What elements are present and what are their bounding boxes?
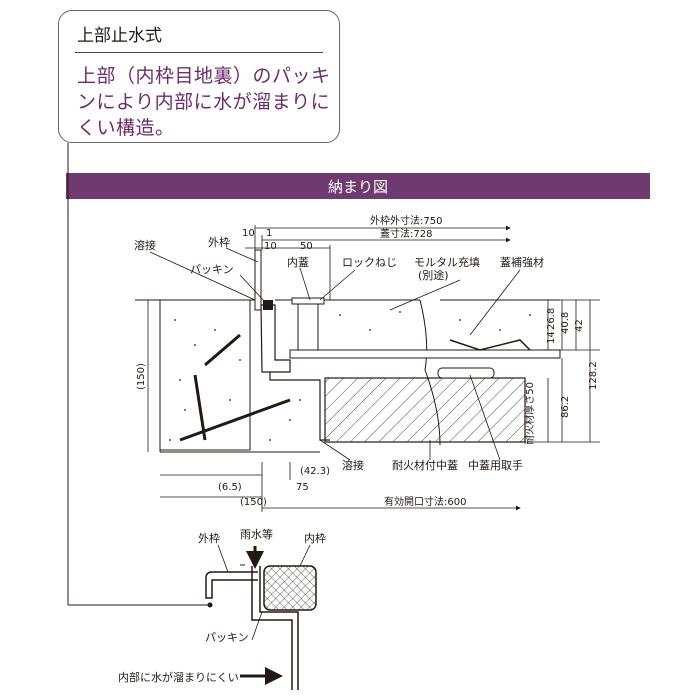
label-fireproof-thickness: 耐火材厚さ50 xyxy=(523,382,536,445)
dim-14: 14 xyxy=(546,331,557,344)
label-mortar-sub: (別途) xyxy=(418,268,449,282)
label-leaders xyxy=(149,247,521,461)
dim-10a: 10 xyxy=(242,228,255,239)
anchor-bars xyxy=(179,333,291,442)
detail-packing: パッキン xyxy=(205,631,249,644)
label-welding-bottom: 溶接 xyxy=(342,458,364,472)
callout-divider xyxy=(75,52,323,53)
banner-title: 納まり図 xyxy=(327,178,388,196)
label-packing: パッキン xyxy=(190,263,234,276)
dim-75: 75 xyxy=(296,482,309,493)
dim-50: 50 xyxy=(300,241,313,252)
dim-lines-right xyxy=(528,299,600,443)
dim-1: 1 xyxy=(266,228,272,239)
outer-frame-profile xyxy=(254,249,262,311)
callout-title: 上部止水式 xyxy=(77,26,162,46)
dim-lines-top xyxy=(245,225,511,300)
dim-opening: 有効開口寸法:600 xyxy=(384,495,466,508)
lock-screw xyxy=(297,299,319,351)
dim-40-8: 40.8 xyxy=(560,312,571,334)
dim-128-2: 128.2 xyxy=(588,361,599,390)
dim-150-side: (150) xyxy=(136,363,147,390)
dim-86-2: 86.2 xyxy=(560,396,571,418)
lid-reinforcement xyxy=(449,339,531,351)
label-lid-reinforcement: 蓋補強材 xyxy=(500,255,544,269)
fireproof-lid xyxy=(324,377,526,443)
detail-inner-frame: 内枠 xyxy=(304,531,326,545)
inner-frame-profile xyxy=(260,304,291,373)
dim-150-bottom: (150) xyxy=(240,497,267,508)
label-outer-frame: 外枠 xyxy=(208,235,230,249)
dim-6-5: (6.5) xyxy=(218,482,242,493)
callout-box: 上部止水式 上部（内枠目地裏）のパッキンにより内部に水が溜まりにくい構造。 xyxy=(58,10,340,143)
callout-body: 上部（内枠目地裏）のパッキンにより内部に水が溜まりにくい構造。 xyxy=(77,65,331,139)
detail-rainwater: 雨水等 xyxy=(240,527,273,541)
label-mortar: モルタル充填 xyxy=(414,255,480,269)
dim-42: 42 xyxy=(574,319,585,332)
concrete-dots xyxy=(169,311,531,441)
dim-lines-bottom xyxy=(147,300,521,512)
label-inner-lid: 内蓋 xyxy=(287,255,309,269)
detail-bottom-note: 内部に水が溜まりにくい xyxy=(118,670,239,684)
detail-outer-frame: 外枠 xyxy=(198,531,220,545)
top-lid-plate xyxy=(289,349,561,359)
label-welding-top: 溶接 xyxy=(134,238,156,252)
packing-detail xyxy=(205,544,317,690)
dim-lid-size: 蓋寸法:728 xyxy=(380,227,432,240)
dim-10b: 10 xyxy=(264,241,277,252)
lid-handle xyxy=(437,367,495,379)
label-lock-screw: ロックねじ xyxy=(342,256,397,269)
dim-outer-size: 外枠外寸法:750 xyxy=(370,214,442,227)
section-banner: 納まり図 xyxy=(66,173,650,199)
leader-dot xyxy=(207,602,213,608)
dim-26-8: 26.8 xyxy=(546,308,557,330)
label-fireproof-lid: 耐火材付中蓋 xyxy=(392,458,458,472)
dim-42-3: (42.3) xyxy=(300,466,330,477)
label-handle: 中蓋用取手 xyxy=(468,458,523,472)
